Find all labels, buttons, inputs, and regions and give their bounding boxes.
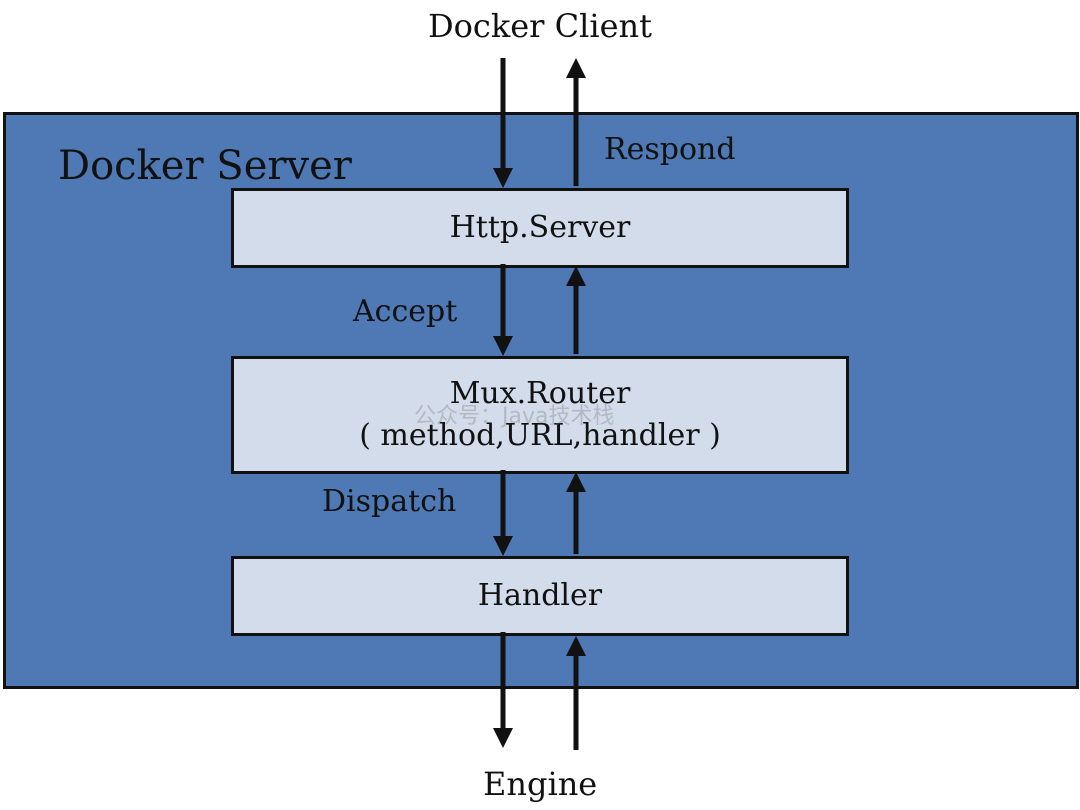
handler-box: Handler xyxy=(231,556,849,636)
accept-edge-label: Accept xyxy=(353,294,458,329)
arrowhead-up-1 xyxy=(566,58,586,78)
mux-router-params-label: ( method,URL,handler ) xyxy=(359,418,721,453)
mux-router-label: Mux.Router xyxy=(449,376,631,411)
handler-label: Handler xyxy=(477,578,603,613)
docker-client-label: Docker Client xyxy=(428,7,652,45)
mux-router-box: Mux.Router ( method,URL,handler ) xyxy=(231,356,849,474)
arrowhead-down-4 xyxy=(493,728,513,748)
respond-edge-label: Respond xyxy=(604,132,736,167)
watermark-text: 公众号：Java技术栈 xyxy=(414,404,615,429)
docker-server-label: Docker Server xyxy=(58,143,352,189)
http-server-label: Http.Server xyxy=(449,210,631,245)
engine-label: Engine xyxy=(483,765,598,803)
dispatch-edge-label: Dispatch xyxy=(322,484,457,519)
http-server-box: Http.Server xyxy=(231,188,849,268)
